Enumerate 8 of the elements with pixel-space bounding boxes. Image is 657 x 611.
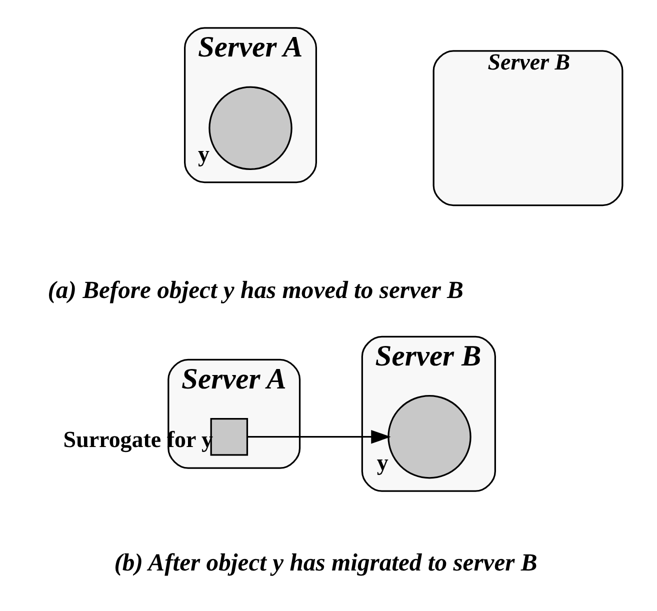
node-label: y <box>376 450 388 476</box>
node-circle <box>388 395 472 479</box>
label: (b) After object y has migrated to server B <box>114 550 538 577</box>
node-box: Server B <box>432 50 624 206</box>
label: (a) Before object y has moved to server B <box>48 277 464 304</box>
arrow <box>248 430 391 444</box>
node-label: y <box>198 141 210 166</box>
node-circle <box>208 86 292 170</box>
